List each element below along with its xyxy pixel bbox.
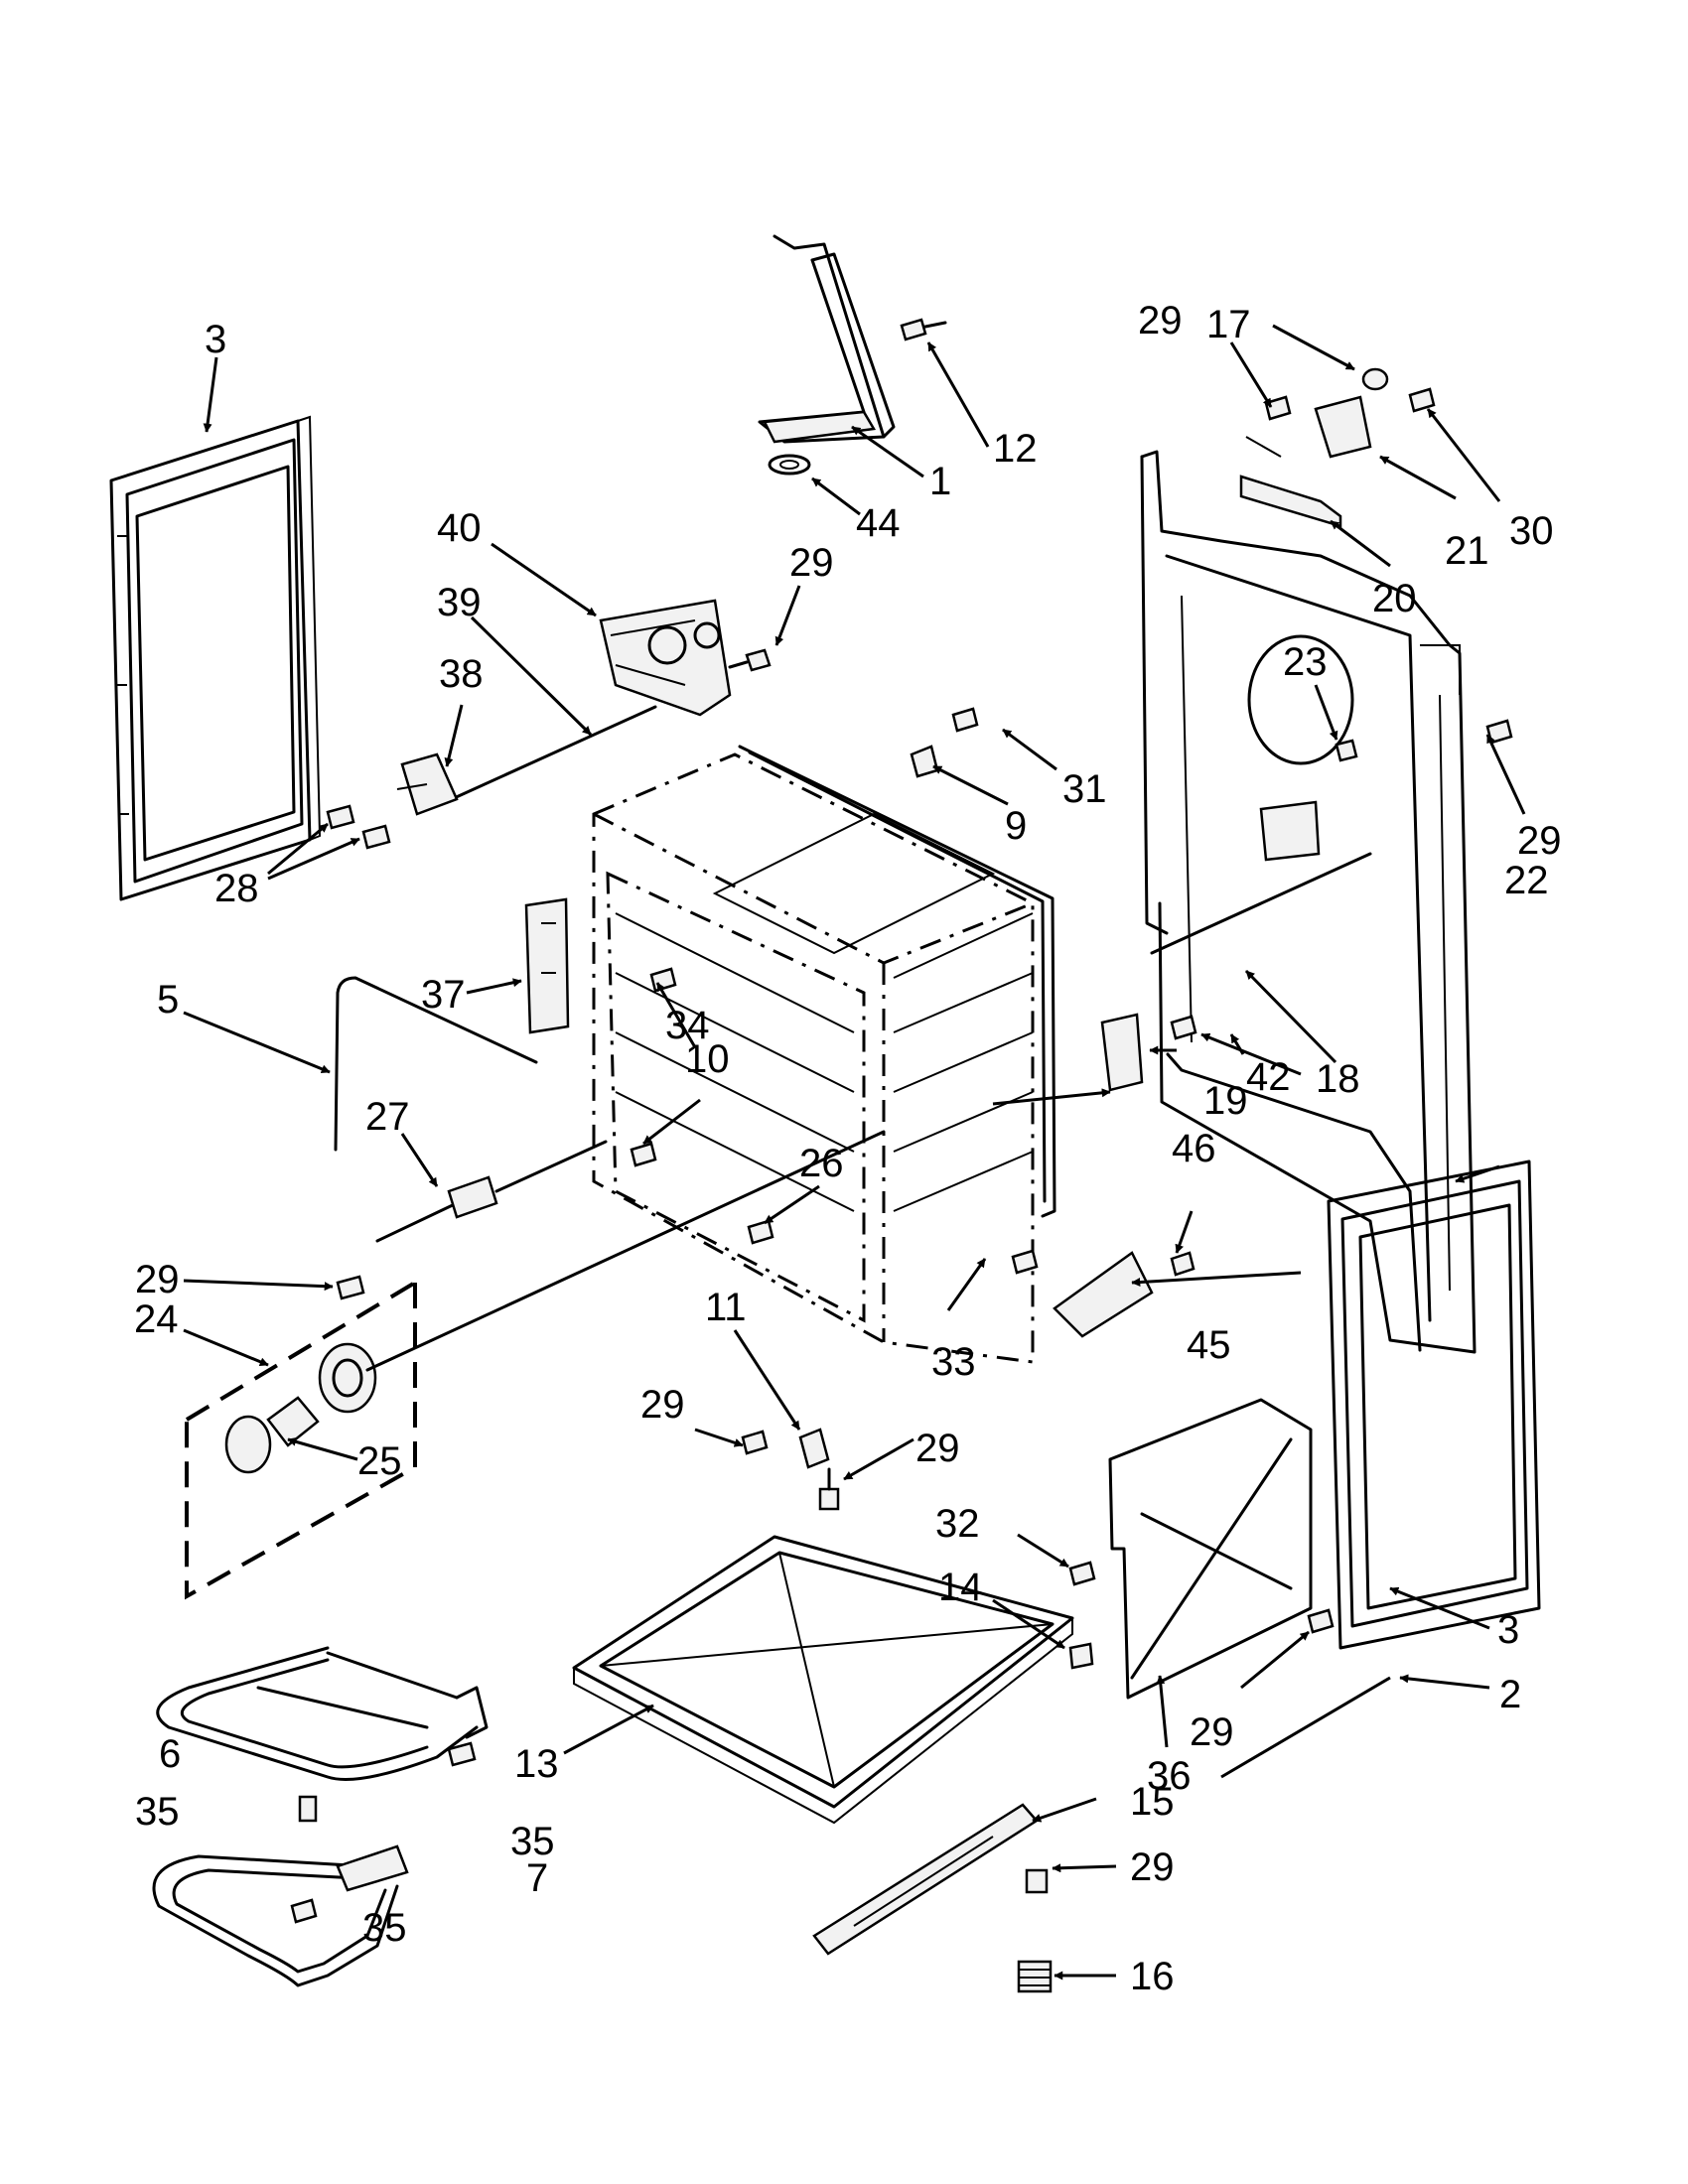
screws-35-drawing — [290, 1795, 318, 1924]
screw-29-left-drawing — [336, 1275, 365, 1300]
lamp-assembly-drawing — [185, 1130, 886, 1600]
broil-element-drawing — [156, 1646, 489, 1781]
callout-29-lower: 29 — [915, 1427, 960, 1470]
callout-40: 40 — [437, 506, 482, 550]
screw-29-latch-drawing — [728, 648, 772, 672]
callout-29-center: 29 — [640, 1383, 685, 1427]
temperature-sensor-drawing — [375, 1140, 608, 1243]
callout-3-left: 3 — [205, 318, 226, 361]
callout-36: 36 — [1147, 1754, 1192, 1798]
bake-element-drawing — [152, 1844, 409, 1987]
callout-29-latch: 29 — [789, 541, 834, 585]
back-panel-small-parts-drawing — [910, 707, 1513, 955]
callout-26: 26 — [799, 1142, 844, 1185]
callout-9: 9 — [1005, 804, 1027, 848]
callout-5: 5 — [157, 978, 179, 1022]
callout-13: 13 — [514, 1742, 559, 1786]
callout-32: 32 — [935, 1502, 980, 1546]
callout-34: 34 — [665, 1004, 710, 1047]
callout-27: 27 — [365, 1095, 410, 1139]
callout-45: 45 — [1187, 1323, 1231, 1367]
latch-bracket-drawing — [396, 752, 459, 816]
callout-6: 6 — [159, 1732, 181, 1776]
callout-23: 23 — [1283, 640, 1328, 684]
callout-29-back: 29 — [1517, 819, 1562, 863]
door-latch-motor-drawing — [599, 599, 732, 717]
callout-29-panel: 29 — [1190, 1710, 1234, 1754]
latch-rod-drawing — [450, 705, 657, 801]
callout-37: 37 — [421, 973, 466, 1017]
door-gasket-rod-drawing — [334, 976, 538, 1152]
callout-31: 31 — [1062, 767, 1107, 811]
center-fasteners-drawing — [741, 1428, 840, 1511]
screw-12-drawing — [900, 318, 947, 341]
bracket-19-drawing — [1100, 1013, 1197, 1092]
callout-35-upper-right: 35 — [510, 1820, 555, 1863]
callout-30: 30 — [1509, 509, 1554, 553]
callout-10: 10 — [685, 1037, 730, 1081]
screws-28-drawing — [326, 804, 391, 850]
callout-1: 1 — [929, 460, 951, 503]
callout-labels: 1 2 3 3 5 6 7 9 10 11 12 13 14 15 16 17 … — [134, 299, 1562, 1998]
callout-15: 15 — [1130, 1780, 1175, 1824]
callout-29-left: 29 — [135, 1258, 180, 1301]
lower-fasteners-drawing — [1068, 1561, 1335, 1670]
callout-2: 2 — [1499, 1673, 1521, 1716]
bracket-45-drawing — [1053, 1251, 1196, 1338]
callout-42: 42 — [1246, 1055, 1291, 1099]
callout-16: 16 — [1130, 1955, 1175, 1998]
callout-29-top: 29 — [1138, 299, 1183, 342]
callout-11: 11 — [705, 1286, 747, 1329]
callout-24: 24 — [134, 1297, 179, 1341]
callout-25: 25 — [357, 1439, 402, 1483]
callout-3-right: 3 — [1497, 1608, 1519, 1652]
leveling-rail-drawing — [812, 1803, 1039, 1956]
callout-29-rail: 29 — [1130, 1845, 1175, 1889]
leader-lines — [183, 324, 1526, 1980]
side-panel-left-drawing — [109, 415, 322, 901]
callout-28: 28 — [214, 867, 259, 910]
callout-19: 19 — [1203, 1079, 1248, 1123]
callout-35-lower: 35 — [362, 1906, 407, 1950]
callout-35-upper-left: 35 — [135, 1790, 180, 1834]
callout-20: 20 — [1372, 577, 1417, 620]
callout-39: 39 — [437, 581, 482, 624]
bracket-37-drawing — [524, 897, 570, 1034]
back-guard-bracket-drawing — [758, 234, 896, 444]
callout-21: 21 — [1445, 529, 1489, 573]
callout-7: 7 — [526, 1856, 548, 1900]
callout-14: 14 — [938, 1566, 983, 1609]
back-panel-drawing — [1140, 450, 1477, 1354]
side-panel-right-drawing — [1327, 1160, 1541, 1650]
leveling-leg-drawing — [1017, 1868, 1053, 1993]
callout-22: 22 — [1504, 859, 1549, 902]
oven-cavity-drawing — [592, 745, 1056, 1364]
cavity-screws-drawing — [630, 967, 1039, 1275]
callout-12: 12 — [993, 427, 1038, 471]
back-panel-top-parts-drawing — [1239, 367, 1436, 528]
callout-17: 17 — [1206, 303, 1251, 346]
lower-panel-drawing — [1108, 1398, 1313, 1700]
callout-38: 38 — [439, 652, 484, 696]
callout-44: 44 — [856, 501, 901, 545]
callout-18: 18 — [1316, 1057, 1360, 1101]
grommet-drawing — [768, 454, 811, 476]
callout-33: 33 — [931, 1340, 976, 1384]
callout-46: 46 — [1172, 1127, 1216, 1170]
oven-bottom-drawing — [572, 1535, 1074, 1825]
